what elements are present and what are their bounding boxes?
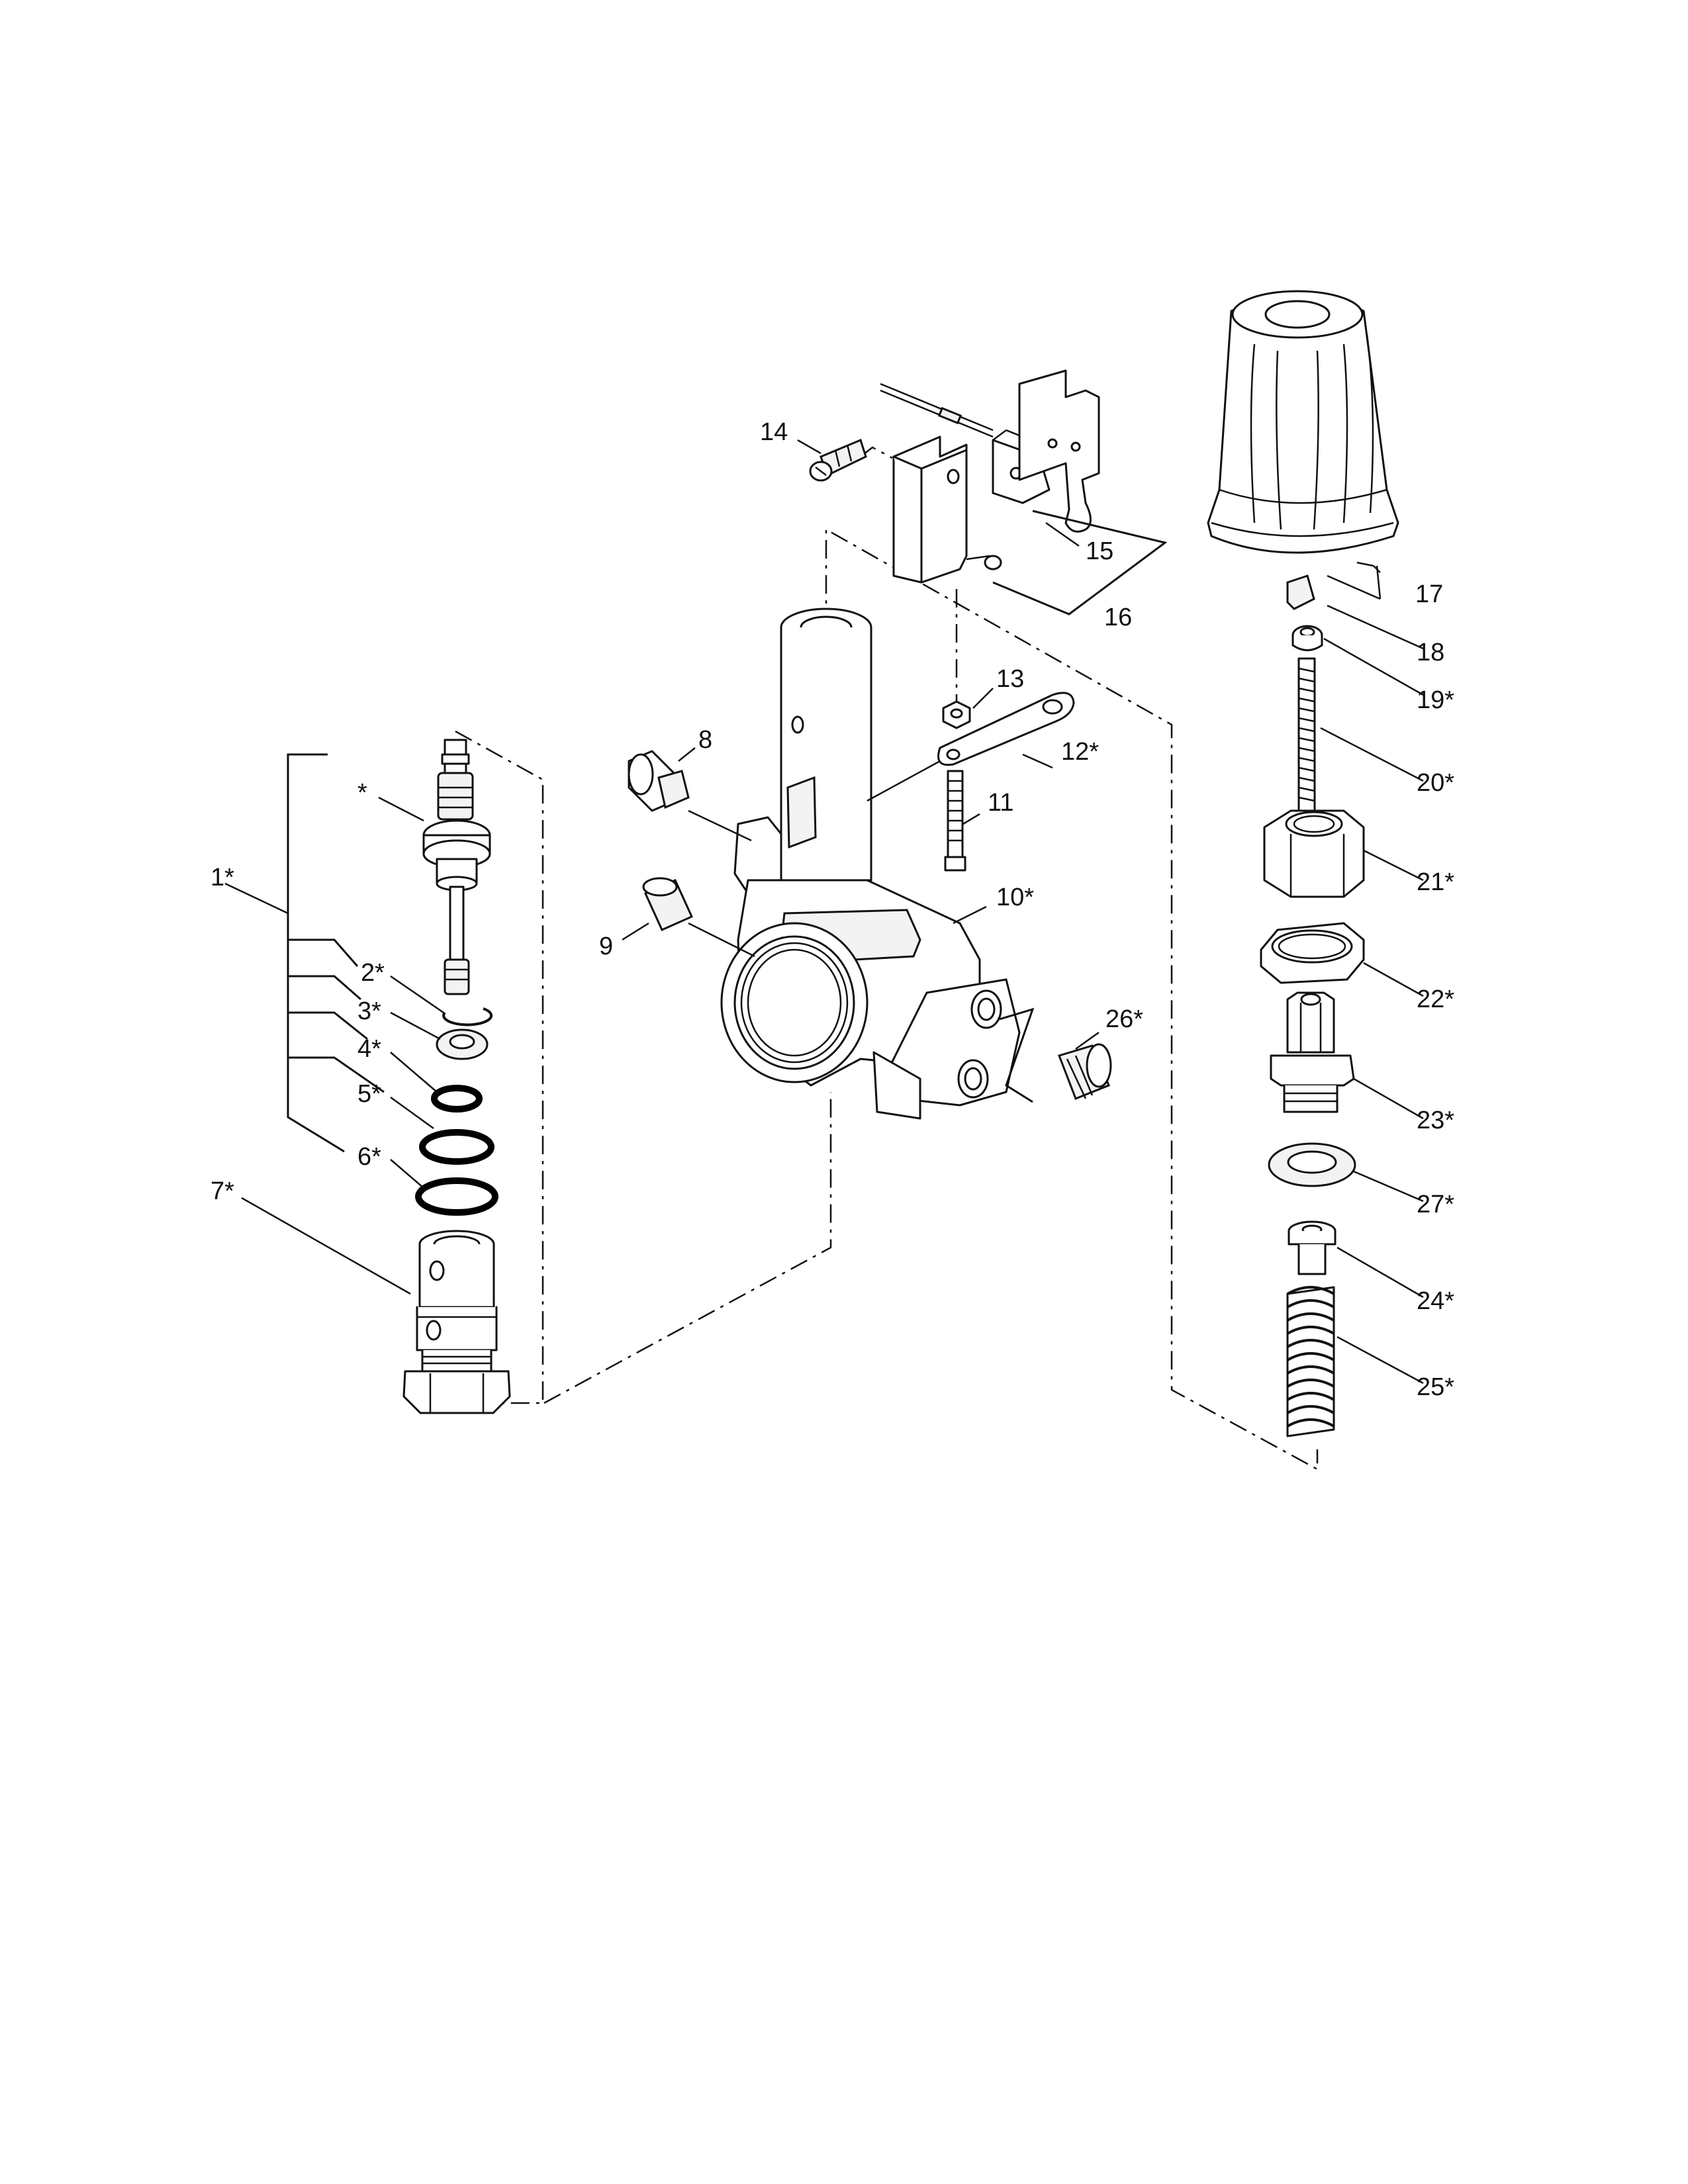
callout-18: 18 — [1417, 639, 1444, 666]
part-12-lever — [937, 692, 1075, 766]
callout-19: 19* — [1417, 686, 1454, 714]
callout-6: 6* — [357, 1143, 381, 1171]
callout-23: 23* — [1417, 1107, 1454, 1134]
callout-25: 25* — [1417, 1373, 1454, 1401]
part-9-plug — [642, 877, 693, 931]
part-14-screw — [809, 438, 867, 482]
part-7-valve-seat — [402, 1230, 511, 1414]
right-adjuster-assembly — [1207, 290, 1399, 1437]
callout-21: 21* — [1417, 868, 1454, 896]
part-10-valve-body — [720, 608, 1021, 1120]
callout-2: 2* — [361, 959, 385, 987]
callout-4: 4* — [357, 1035, 381, 1063]
part-13-nut — [942, 700, 971, 729]
part-26-set-screw — [1058, 1043, 1112, 1100]
callout-8: 8 — [698, 726, 712, 754]
left-valve-assembly — [287, 739, 511, 1414]
callout-1: 1* — [211, 864, 234, 891]
part-21-hex-nut — [1263, 809, 1365, 898]
part-3-washer — [436, 1028, 489, 1060]
callout-27: 27* — [1417, 1191, 1454, 1218]
part-11-screw — [944, 770, 966, 872]
callout-13: 13 — [996, 665, 1024, 693]
part-6-o-ring — [419, 1129, 494, 1165]
leader-lines — [224, 439, 1424, 1385]
part-17-knob — [1207, 290, 1399, 554]
callout-labels: 1* * 2* 3* 4* 5* 6* 7* 8 9 10* 11 12* 13… — [211, 418, 1454, 1401]
callout-12: 12* — [1061, 738, 1099, 766]
callout-9: 9 — [599, 933, 613, 960]
callout-16: 16 — [1104, 604, 1132, 631]
callout-14: 14 — [760, 418, 788, 446]
callout-7: 7* — [211, 1177, 234, 1205]
part-8-fitting — [628, 750, 690, 812]
part-5-o-ring — [431, 1085, 483, 1113]
callout-17: 17 — [1415, 580, 1443, 608]
part-19-nut — [1291, 625, 1323, 651]
callout-5: 5* — [357, 1080, 381, 1108]
part-20-threaded-rod — [1297, 657, 1316, 815]
callout-3: 3* — [357, 997, 381, 1025]
part-6b-o-ring — [415, 1177, 498, 1216]
part-16-switch-housing — [892, 435, 1002, 584]
part-18-clip — [1286, 574, 1315, 610]
callout-26: 26* — [1105, 1005, 1143, 1033]
center-body-assembly — [628, 369, 1168, 1120]
callout-20: 20* — [1417, 769, 1454, 797]
callout-star: * — [357, 779, 367, 807]
group-bracket — [287, 753, 345, 1153]
callout-15: 15 — [1086, 537, 1113, 565]
callout-10: 10* — [996, 884, 1034, 911]
callout-22: 22* — [1417, 985, 1454, 1013]
valve-stem — [422, 739, 491, 995]
part-24-spring-seat — [1288, 1220, 1336, 1275]
part-27-washer — [1268, 1142, 1356, 1187]
part-25-spring — [1286, 1286, 1335, 1437]
part-2-snap-ring — [442, 1007, 493, 1026]
part-15-micro-switch — [880, 369, 1100, 533]
callout-11: 11 — [988, 789, 1013, 817]
callout-24: 24* — [1417, 1287, 1454, 1315]
part-23-adjuster-stem — [1270, 991, 1355, 1113]
part-22-lock-nut — [1260, 922, 1365, 984]
